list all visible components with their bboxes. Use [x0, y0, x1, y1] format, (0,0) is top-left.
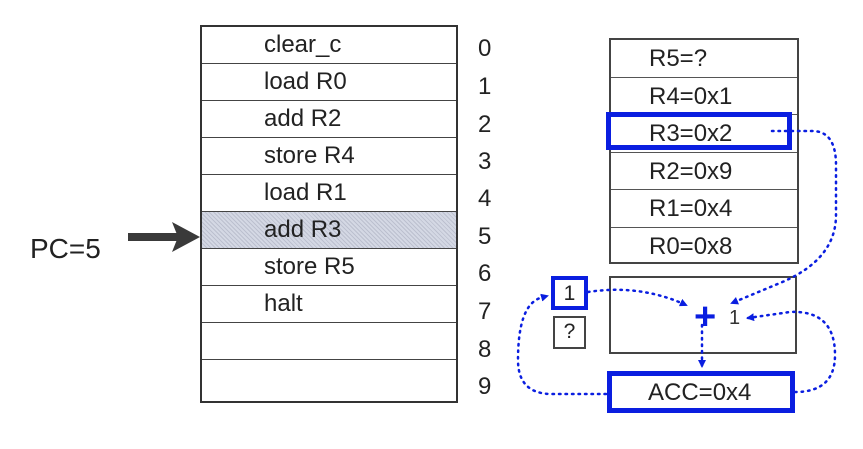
register-value: R2=0x9	[649, 157, 733, 185]
memory-row-7: halt	[202, 286, 456, 323]
memory-row-6: store R5	[202, 249, 456, 286]
acc-feedback-dotted-arrow	[746, 310, 837, 394]
pc-label: PC=5	[30, 233, 101, 264]
instruction-memory: clear_c load R0 add R2 store R4 load R1 …	[200, 25, 458, 403]
memory-row-0: clear_c	[202, 27, 456, 64]
alu-plus-operator: +	[694, 296, 717, 338]
flag-value: 1	[563, 282, 576, 305]
register-row-r0: R0=0x8	[611, 228, 797, 266]
register-r3-highlight	[606, 112, 792, 150]
address-label: 3	[478, 148, 492, 175]
register-value: R1=0x4	[649, 195, 733, 222]
memory-row-1: load R0	[202, 64, 456, 101]
register-value: R0=0x8	[649, 232, 733, 260]
flag-box-bottom: ?	[553, 316, 586, 349]
address-label: 8	[478, 336, 492, 363]
accumulator-value: ACC=0x4	[648, 379, 752, 406]
address-label: 1	[478, 73, 492, 100]
address-label: 0	[478, 35, 492, 62]
register-value: R3=0x2	[649, 120, 733, 147]
memory-row-5-current: add R3	[202, 212, 456, 249]
address-label: 4	[478, 185, 492, 212]
register-value: R5=?	[649, 45, 708, 72]
register-row-r5: R5=?	[611, 40, 797, 78]
address-label: 9	[478, 373, 492, 400]
instruction-text: add R3	[264, 216, 342, 243]
acc-to-flag-dotted-arrow	[516, 293, 608, 396]
instruction-text: store R5	[264, 253, 355, 280]
accumulator: ACC=0x4	[607, 371, 795, 413]
address-label: 2	[478, 111, 492, 138]
address-label: 7	[478, 298, 492, 325]
register-value: R4=0x1	[649, 82, 733, 110]
instruction-text: load R1	[264, 179, 347, 206]
address-label: 6	[478, 260, 492, 287]
memory-row-4: load R1	[202, 175, 456, 212]
address-label: 5	[478, 223, 492, 250]
instruction-text: add R2	[264, 105, 342, 132]
memory-row-8	[202, 323, 456, 360]
register-row-r2: R2=0x9	[611, 153, 797, 190]
register-row-r1: R1=0x4	[611, 190, 797, 228]
arrow-right-icon	[128, 222, 200, 252]
instruction-text: store R4	[264, 142, 355, 169]
instruction-text: load R0	[264, 68, 347, 95]
register-row-r3: R3=0x2	[611, 115, 797, 153]
memory-row-3: store R4	[202, 138, 456, 175]
flag-box-top: 1	[551, 276, 588, 310]
instruction-text: clear_c	[264, 31, 342, 58]
memory-row-2: add R2	[202, 101, 456, 138]
flag-to-alu-dotted-arrow	[586, 288, 688, 307]
instruction-text: halt	[264, 290, 303, 317]
r3-to-alu-dotted-arrow	[730, 129, 838, 305]
alu-right-input: 1	[729, 307, 741, 329]
flag-value: ?	[563, 320, 576, 343]
register-file: R5=? R4=0x1 R3=0x2 R2=0x9 R1=0x4 R0=0x8	[609, 38, 799, 264]
